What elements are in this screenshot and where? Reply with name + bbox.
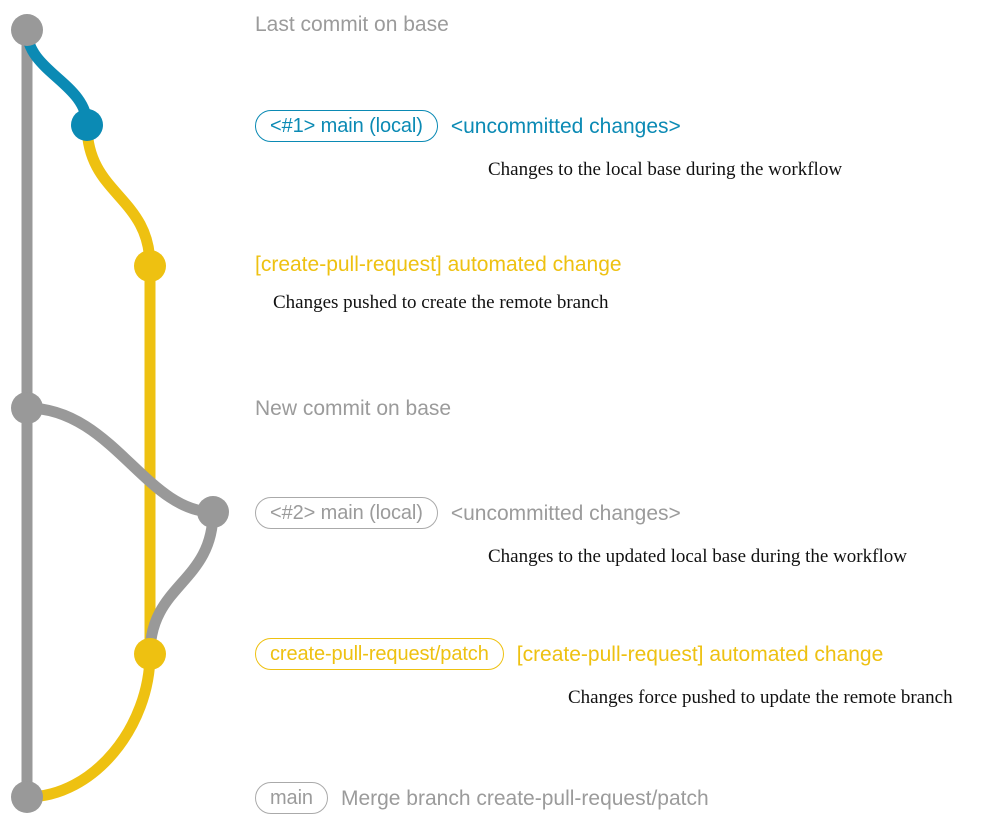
row-line: <#1> main (local) <uncommitted changes> xyxy=(255,110,681,142)
edge-yellow-merge xyxy=(21,648,156,803)
commit-row-last-commit: Last commit on base xyxy=(255,14,449,35)
row-line: main Merge branch create-pull-request/pa… xyxy=(255,782,709,814)
row-line: [create-pull-request] automated change xyxy=(255,254,622,275)
commit-heading: Last commit on base xyxy=(255,13,449,36)
commit-node-base-top[interactable] xyxy=(11,14,43,46)
commit-note-local-1: Changes to the local base during the wor… xyxy=(488,159,843,180)
row-line: Last commit on base xyxy=(255,14,449,35)
commit-note-patch-create: Changes pushed to create the remote bran… xyxy=(273,292,609,313)
edge-gray-to-patch-update xyxy=(144,506,219,660)
commit-subject-local-2: <uncommitted changes> xyxy=(450,501,681,525)
edge-gray-branch-off-2 xyxy=(21,402,219,518)
row-line: New commit on base xyxy=(255,398,451,419)
commit-subject-merge: Merge branch create-pull-request/patch xyxy=(340,786,709,810)
commit-node-local-2[interactable] xyxy=(197,496,229,528)
commit-node-patch-create[interactable] xyxy=(134,250,166,282)
commit-row-patch-update: create-pull-request/patch [create-pull-r… xyxy=(255,638,953,707)
commit-row-merge: main Merge branch create-pull-request/pa… xyxy=(255,782,709,814)
row-line: create-pull-request/patch [create-pull-r… xyxy=(255,638,883,670)
row-line: <#2> main (local) <uncommitted changes> xyxy=(255,497,681,529)
commit-row-local-2: <#2> main (local) <uncommitted changes> … xyxy=(255,497,907,566)
edge-yellow-create xyxy=(81,119,156,272)
commit-subject-patch-create: [create-pull-request] automated change xyxy=(255,253,622,276)
commit-subject-local-1: <uncommitted changes> xyxy=(450,114,681,138)
commit-node-base-new[interactable] xyxy=(11,392,43,424)
commit-node-base-merge[interactable] xyxy=(11,781,43,813)
commit-node-local-1[interactable] xyxy=(71,109,103,141)
commit-heading: New commit on base xyxy=(255,397,452,420)
commit-row-new-commit: New commit on base xyxy=(255,398,451,419)
commit-subject-patch-update: [create-pull-request] automated change xyxy=(516,642,884,666)
ref-badge-main[interactable]: main xyxy=(255,782,328,814)
commit-row-patch-create: [create-pull-request] automated change C… xyxy=(255,254,622,312)
commit-note-local-2: Changes to the updated local base during… xyxy=(488,546,907,567)
ref-badge-local-1[interactable]: <#1> main (local) xyxy=(255,110,438,142)
commit-node-patch-update[interactable] xyxy=(134,638,166,670)
commit-note-patch-update: Changes force pushed to update the remot… xyxy=(568,687,953,708)
ref-badge-patch-branch[interactable]: create-pull-request/patch xyxy=(255,638,504,670)
ref-badge-local-2[interactable]: <#2> main (local) xyxy=(255,497,438,529)
commit-row-local-1: <#1> main (local) <uncommitted changes> … xyxy=(255,110,842,179)
